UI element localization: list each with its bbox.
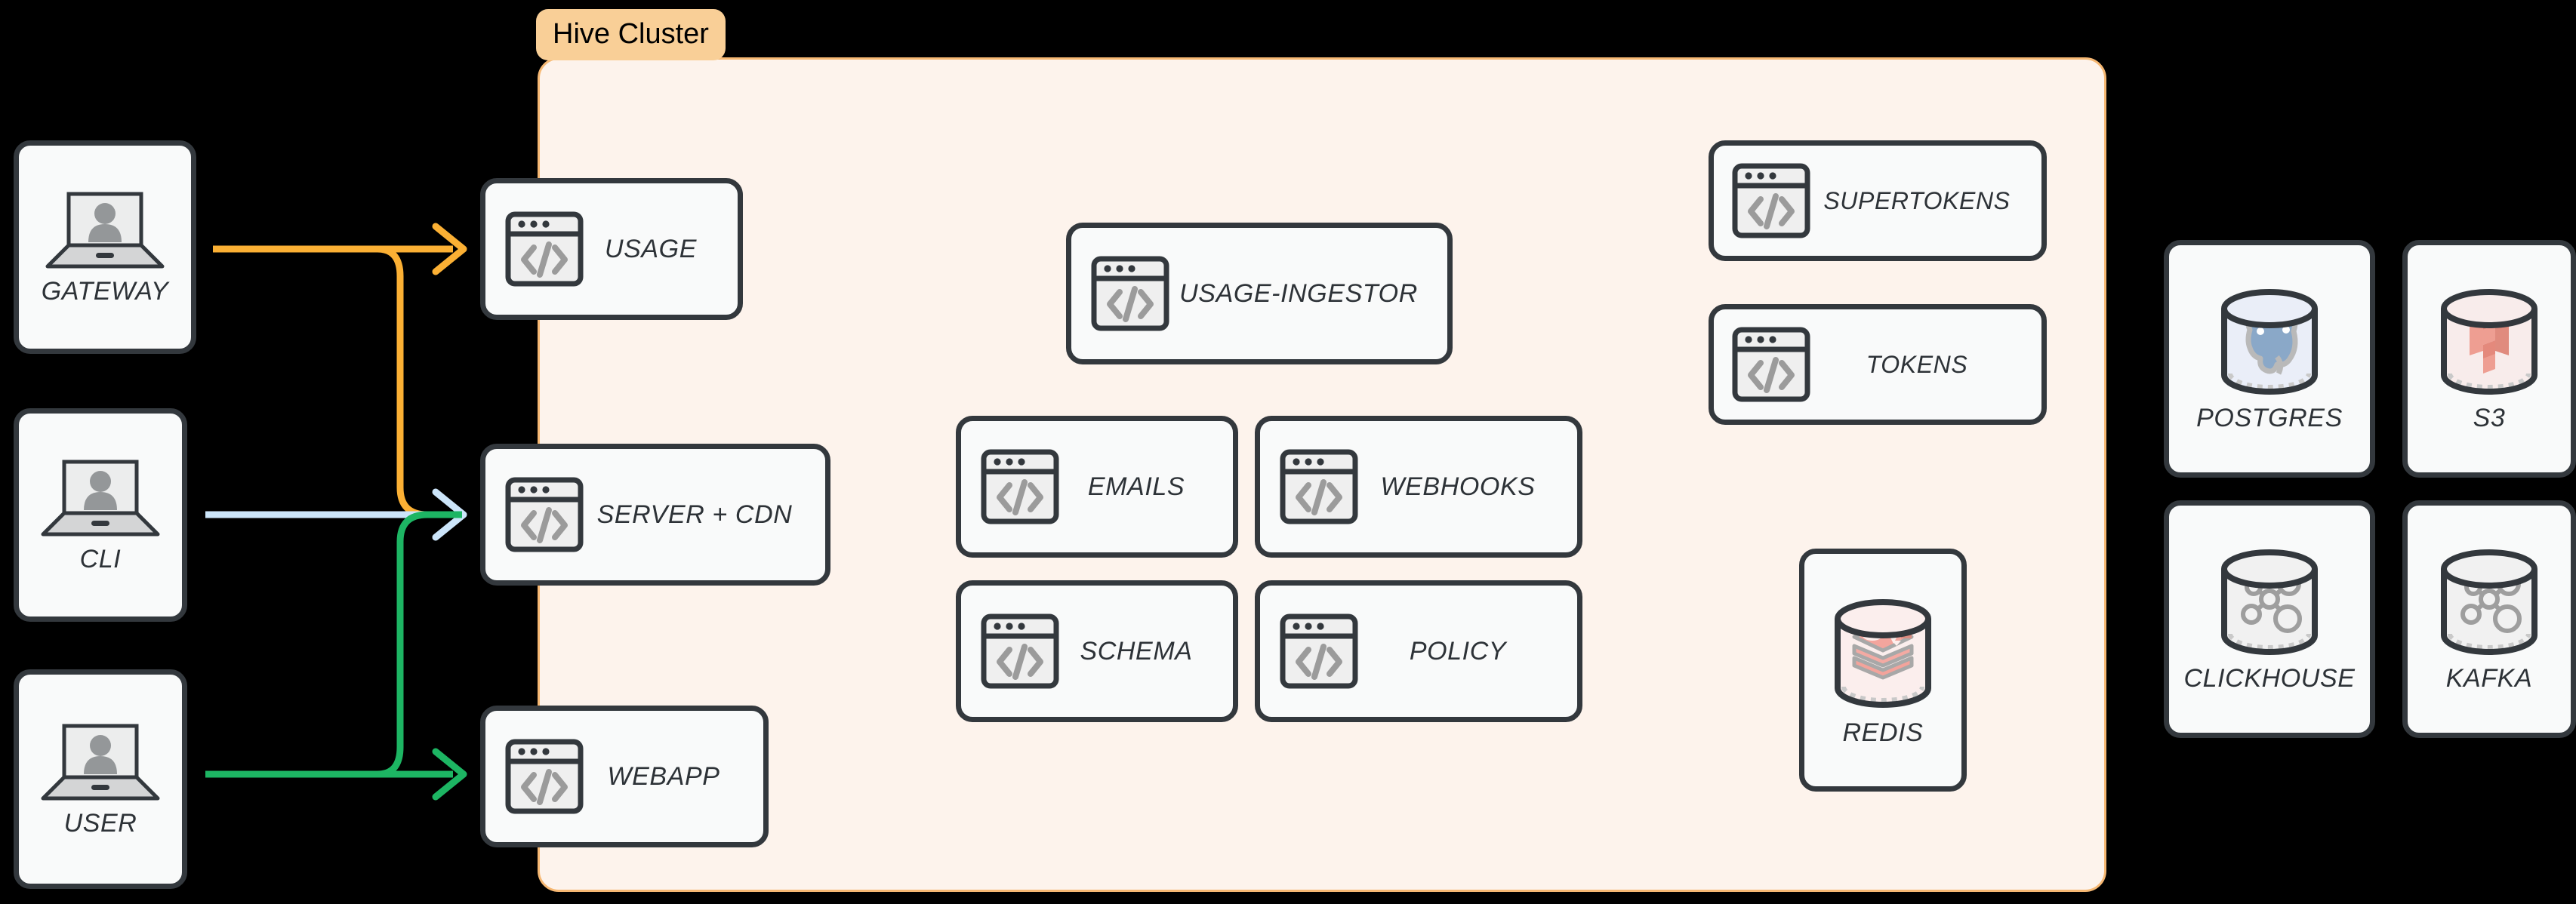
redis-cylinder-icon: [1827, 593, 1939, 714]
edge-user-to-server-cdn: [205, 511, 462, 778]
client-node-cli[interactable]: CLI: [14, 408, 187, 622]
service-label-usage: USAGE: [604, 234, 698, 263]
hive-cluster-label: Hive Cluster: [536, 9, 726, 60]
service-label-usage-ingestor: USAGE-INGESTOR: [1179, 278, 1418, 308]
service-node-tokens[interactable]: TOKENS: [1709, 304, 2047, 425]
service-node-supertokens[interactable]: SUPERTOKENS: [1709, 140, 2047, 261]
service-label-wrap-policy: POLICY: [1358, 637, 1558, 666]
code-window-icon: [505, 739, 584, 814]
datastore-label-kafka: KAFKA: [2445, 664, 2533, 693]
service-label-wrap-schema: SCHEMA: [1059, 637, 1213, 666]
edge-user-to-webapp-arrowhead: [432, 748, 467, 801]
service-node-policy[interactable]: POLICY: [1255, 580, 1582, 722]
datastore-label-s3: S3: [2473, 404, 2506, 432]
code-window-icon: [1732, 163, 1810, 238]
datastore-label-clickhouse: CLICKHOUSE: [2183, 664, 2356, 693]
service-label-webapp: WEBAPP: [607, 761, 720, 791]
service-label-wrap-webhooks: WEBHOOKS: [1358, 472, 1558, 502]
service-label-server-cdn: SERVER + CDN: [596, 500, 793, 529]
service-label-schema: SCHEMA: [1080, 636, 1193, 666]
code-window-icon: [1280, 613, 1358, 689]
service-label-wrap-server-cdn: SERVER + CDN: [584, 500, 806, 530]
service-node-server-cdn[interactable]: SERVER + CDN: [480, 444, 830, 586]
code-window-icon: [1732, 327, 1810, 402]
code-window-icon: [1091, 256, 1169, 331]
service-label-wrap-emails: EMAILS: [1059, 472, 1213, 502]
service-node-usage[interactable]: USAGE: [480, 178, 743, 320]
service-node-emails[interactable]: EMAILS: [956, 416, 1238, 558]
edge-gateway-to-server-cdn: [213, 245, 462, 518]
service-label-wrap-supertokens: SUPERTOKENS: [1810, 187, 2023, 215]
code-window-icon: [1280, 449, 1358, 524]
code-window-icon: [505, 477, 584, 552]
postgres-cylinder-icon: [2214, 284, 2325, 399]
client-node-gateway[interactable]: GATEWAY: [14, 140, 196, 354]
client-node-user[interactable]: USER: [14, 669, 187, 889]
service-label-policy: POLICY: [1409, 636, 1507, 666]
client-label-user: USER: [63, 809, 137, 838]
graph-cylinder-icon: [2433, 545, 2545, 660]
service-label-wrap-usage-ingestor: USAGE-INGESTOR: [1169, 279, 1428, 309]
service-node-usage-ingestor[interactable]: USAGE-INGESTOR: [1066, 223, 1453, 364]
code-window-icon: [981, 613, 1059, 689]
service-label-emails: EMAILS: [1087, 472, 1185, 501]
datastore-label-postgres: POSTGRES: [2196, 404, 2343, 432]
code-window-icon: [505, 211, 584, 287]
laptop-user-icon: [37, 456, 164, 540]
datastore-node-s3[interactable]: S3: [2402, 240, 2576, 478]
datastore-node-clickhouse[interactable]: CLICKHOUSE: [2164, 500, 2375, 738]
datastore-node-postgres[interactable]: POSTGRES: [2164, 240, 2375, 478]
service-label-wrap-usage: USAGE: [584, 235, 718, 264]
service-label-wrap-tokens: TOKENS: [1810, 351, 2023, 379]
datastore-node-kafka[interactable]: KAFKA: [2402, 500, 2576, 738]
laptop-user-icon: [37, 720, 164, 804]
service-label-tokens: TOKENS: [1866, 350, 1968, 378]
client-label-gateway: GATEWAY: [41, 277, 169, 306]
client-label-cli: CLI: [79, 545, 122, 573]
service-node-schema[interactable]: SCHEMA: [956, 580, 1238, 722]
service-label-webhooks: WEBHOOKS: [1380, 472, 1536, 501]
service-node-webhooks[interactable]: WEBHOOKS: [1255, 416, 1582, 558]
s3-cylinder-icon: [2433, 284, 2545, 399]
graph-cylinder-icon: [2214, 545, 2325, 660]
code-window-icon: [981, 449, 1059, 524]
datastore-label-redis: REDIS: [1842, 718, 1924, 747]
datastore-node-redis[interactable]: REDIS: [1799, 549, 1967, 792]
service-label-supertokens: SUPERTOKENS: [1823, 186, 2011, 214]
edge-gateway-to-usage-arrowhead: [432, 223, 467, 275]
service-node-webapp[interactable]: WEBAPP: [480, 706, 769, 847]
laptop-user-icon: [42, 188, 168, 272]
edge-cli-to-server-cdn-arrowhead: [432, 488, 467, 541]
service-label-wrap-webapp: WEBAPP: [584, 762, 744, 792]
